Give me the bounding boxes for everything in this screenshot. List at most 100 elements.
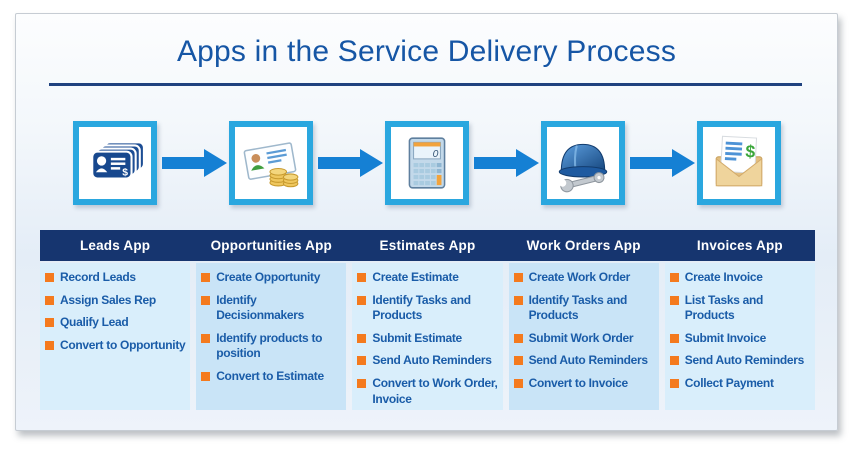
title-underline xyxy=(49,83,802,86)
bullet-square-icon xyxy=(513,378,523,388)
calculator-icon: 0 xyxy=(408,137,446,189)
list-item-label: Identify products to position xyxy=(216,330,323,361)
list-item-label: Identify Tasks and Products xyxy=(372,292,471,323)
bullet-square-icon xyxy=(357,295,367,305)
list-item: Collect Payment xyxy=(669,375,813,392)
bullet-square-icon xyxy=(669,273,679,282)
list-item: Identify Tasks and Products xyxy=(357,293,500,324)
bullet-square-icon xyxy=(357,378,367,388)
column-invoices-steps: Create Invoice List Tasks and Products S… xyxy=(664,263,815,410)
list-item: Assign Sales Rep xyxy=(45,293,188,309)
list-item-label: Send Auto Reminders xyxy=(684,353,805,368)
leads-app-icon-box: $ xyxy=(73,121,157,205)
estimates-app-icon-box: 0 xyxy=(385,121,469,205)
list-item-label: Identify Decisionmakers xyxy=(216,292,305,323)
step-list: Create Work Order Identify Tasks and Pro… xyxy=(509,263,659,392)
list-item: Create Opportunity xyxy=(201,270,344,286)
bullet-square-icon xyxy=(513,333,523,343)
svg-text:$: $ xyxy=(745,141,756,161)
list-item-label: Submit Invoice xyxy=(684,330,766,345)
list-item: List Tasks and Products xyxy=(669,293,813,324)
opportunities-app-icon-box xyxy=(229,121,313,205)
svg-text:0: 0 xyxy=(433,149,439,160)
list-item: Create Estimate xyxy=(357,270,500,286)
column-header-leads: Leads App xyxy=(79,238,151,253)
list-item: Identify Tasks and Products xyxy=(513,292,657,324)
bullet-square-icon xyxy=(201,273,211,282)
bullet-square-icon xyxy=(357,273,367,282)
bullet-square-icon xyxy=(513,273,523,282)
bullet-square-icon xyxy=(669,333,679,343)
list-item: Send Auto Reminders xyxy=(513,353,657,369)
bullet-square-icon xyxy=(513,295,523,305)
list-item-label: Convert to Invoice xyxy=(528,375,629,390)
bullet-square-icon xyxy=(201,371,211,381)
column-header-invoices: Invoices App xyxy=(696,238,783,253)
column-header-opportunities: Opportunities App xyxy=(210,238,332,253)
app-icons-row: $ xyxy=(40,121,815,205)
list-item-label: Record Leads xyxy=(60,270,136,284)
list-item-label: Identify Tasks and Products xyxy=(528,292,628,323)
flow-arrow-icon xyxy=(162,149,227,177)
flow-arrow-icon xyxy=(318,149,383,177)
list-item-label: Create Work Order xyxy=(528,270,631,284)
list-item: Convert to Estimate xyxy=(201,369,344,385)
list-item: Record Leads xyxy=(45,270,188,286)
list-item-label: Send Auto Reminders xyxy=(372,353,492,368)
list-item-label: Collect Payment xyxy=(684,375,774,390)
step-list: Record Leads Assign Sales Rep Qualify Le… xyxy=(40,263,190,353)
business-cards-icon: $ xyxy=(91,141,145,180)
bullet-square-icon xyxy=(513,356,523,366)
app-steps-row: Record Leads Assign Sales Rep Qualify Le… xyxy=(40,263,815,410)
work-orders-app-icon-box xyxy=(541,121,625,205)
app-header-row: Leads App Opportunities App Estimates Ap… xyxy=(40,230,815,261)
step-list: Create Estimate Identify Tasks and Produ… xyxy=(352,263,502,407)
list-item: Convert to Opportunity xyxy=(45,338,188,354)
step-list: Create Invoice List Tasks and Products S… xyxy=(665,263,815,392)
list-item: Identify Decisionmakers xyxy=(201,293,344,324)
bullet-square-icon xyxy=(669,378,679,388)
svg-text:$: $ xyxy=(122,167,128,178)
list-item-label: Send Auto Reminders xyxy=(528,353,649,368)
invoice-envelope-icon: $ xyxy=(715,135,763,187)
invoices-app-icon-box: $ xyxy=(697,121,781,205)
bullet-square-icon xyxy=(45,340,54,350)
bullet-square-icon xyxy=(357,356,367,366)
column-estimates-steps: Create Estimate Identify Tasks and Produ… xyxy=(352,263,503,410)
list-item-label: Qualify Lead xyxy=(60,315,129,330)
list-item-label: Convert to Opportunity xyxy=(60,337,186,352)
list-item: Identify products to position xyxy=(201,331,344,362)
bullet-square-icon xyxy=(201,333,211,343)
bullet-square-icon xyxy=(45,273,54,282)
column-leads-steps: Record Leads Assign Sales Rep Qualify Le… xyxy=(40,263,191,410)
list-item-label: Submit Work Order xyxy=(528,330,634,345)
list-item-label: Convert to Estimate xyxy=(216,368,324,383)
column-opportunities-steps: Create Opportunity Identify Decisionmake… xyxy=(196,263,347,410)
process-diagram-card: Apps in the Service Delivery Process $ xyxy=(15,13,838,431)
list-item: Submit Work Order xyxy=(513,330,657,347)
bullet-square-icon xyxy=(201,295,211,305)
list-item: Submit Estimate xyxy=(357,331,500,347)
column-work-orders-steps: Create Work Order Identify Tasks and Pro… xyxy=(508,263,659,410)
list-item-label: Create Invoice xyxy=(684,270,763,284)
list-item-label: Submit Estimate xyxy=(372,330,462,345)
list-item: Qualify Lead xyxy=(45,315,188,331)
bullet-square-icon xyxy=(45,295,54,305)
step-list: Create Opportunity Identify Decisionmake… xyxy=(196,263,346,385)
list-item: Submit Invoice xyxy=(669,330,813,347)
column-header-work-orders: Work Orders App xyxy=(526,238,641,253)
list-item-label: Assign Sales Rep xyxy=(60,292,156,307)
list-item: Convert to Invoice xyxy=(513,375,657,392)
bullet-square-icon xyxy=(669,295,679,305)
flow-arrow-icon xyxy=(630,149,695,177)
list-item-label: Create Opportunity xyxy=(216,270,321,284)
flow-arrow-icon xyxy=(474,149,539,177)
list-item: Create Work Order xyxy=(513,270,657,286)
list-item: Send Auto Reminders xyxy=(357,353,500,369)
bullet-square-icon xyxy=(357,333,367,343)
list-item-label: Convert to Work Order, Invoice xyxy=(372,375,498,406)
bullet-square-icon xyxy=(669,356,679,366)
bullet-square-icon xyxy=(45,318,54,328)
list-item: Create Invoice xyxy=(669,270,813,286)
list-item: Send Auto Reminders xyxy=(669,353,813,369)
